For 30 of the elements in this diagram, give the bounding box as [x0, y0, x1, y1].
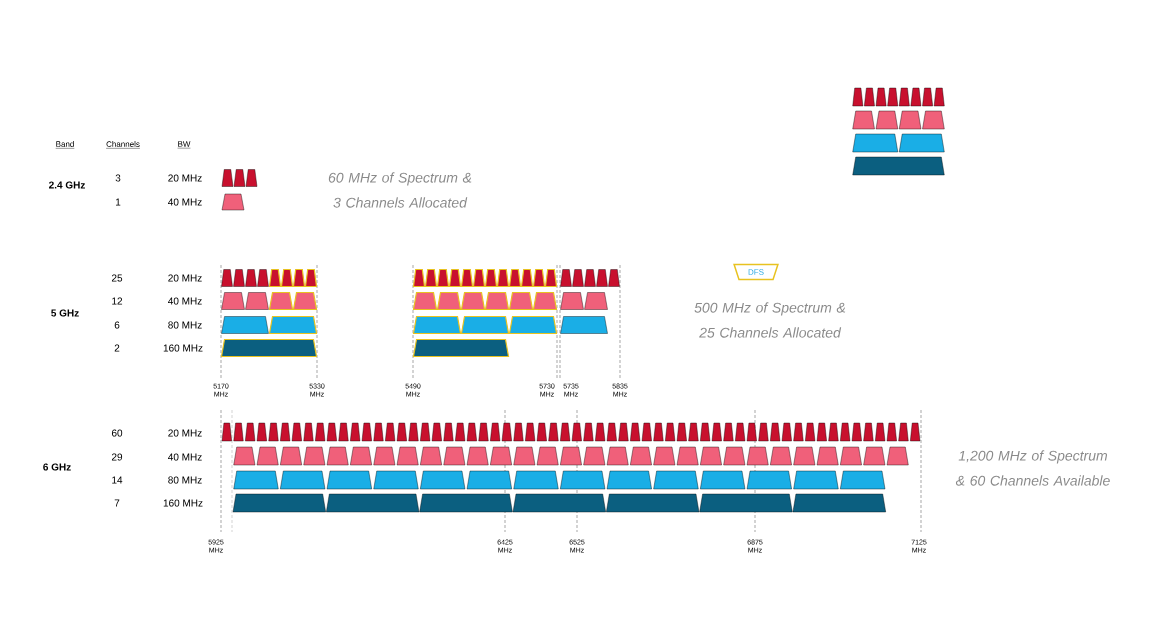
channel-count: 3 [115, 174, 121, 182]
channel-count: 1 [116, 198, 121, 206]
summary-text: 500 MHz of Spectrum & 25 Channels Allocated [694, 302, 846, 338]
channel-count: 12 [112, 297, 123, 305]
bandwidth-label: 40 MHz [168, 198, 202, 206]
column-header: BW [177, 141, 191, 149]
column-header: Channels [105, 141, 141, 149]
bandwidth-label: 160 MHz [163, 499, 203, 507]
channel-count: 14 [112, 476, 123, 484]
bandwidth-label: 40 MHz [168, 297, 202, 305]
channel-count: 29 [111, 453, 123, 461]
channel-count: 6 [114, 321, 120, 329]
summary-text: 1,200 MHz of Spectrum & 60 Channels Available [955, 450, 1110, 486]
bandwidth-label: 40 MHz [168, 453, 202, 461]
bandwidth-label: 160 MHz [163, 344, 203, 352]
channel-count: 2 [114, 344, 120, 352]
dfs-box: DFS [733, 263, 779, 281]
band-label: 2.4 GHz [49, 181, 85, 189]
channel-count: 25 [111, 274, 123, 282]
bandwidth-label: 20 MHz [168, 174, 202, 182]
channel-count: 60 [111, 429, 123, 437]
bandwidth-label: 80 MHz [168, 476, 202, 484]
band-label: 5 GHz [51, 309, 79, 317]
column-header: Band [55, 141, 75, 149]
band-label: 6 GHz [43, 463, 71, 471]
bandwidth-label: 80 MHz [168, 321, 202, 329]
channel-count: 7 [114, 499, 120, 507]
bandwidth-label: 20 MHz [168, 274, 202, 282]
summary-text: 60 MHz of Spectrum & 3 Channels Allocated [328, 172, 472, 208]
bandwidth-label: 20 MHz [168, 429, 202, 437]
